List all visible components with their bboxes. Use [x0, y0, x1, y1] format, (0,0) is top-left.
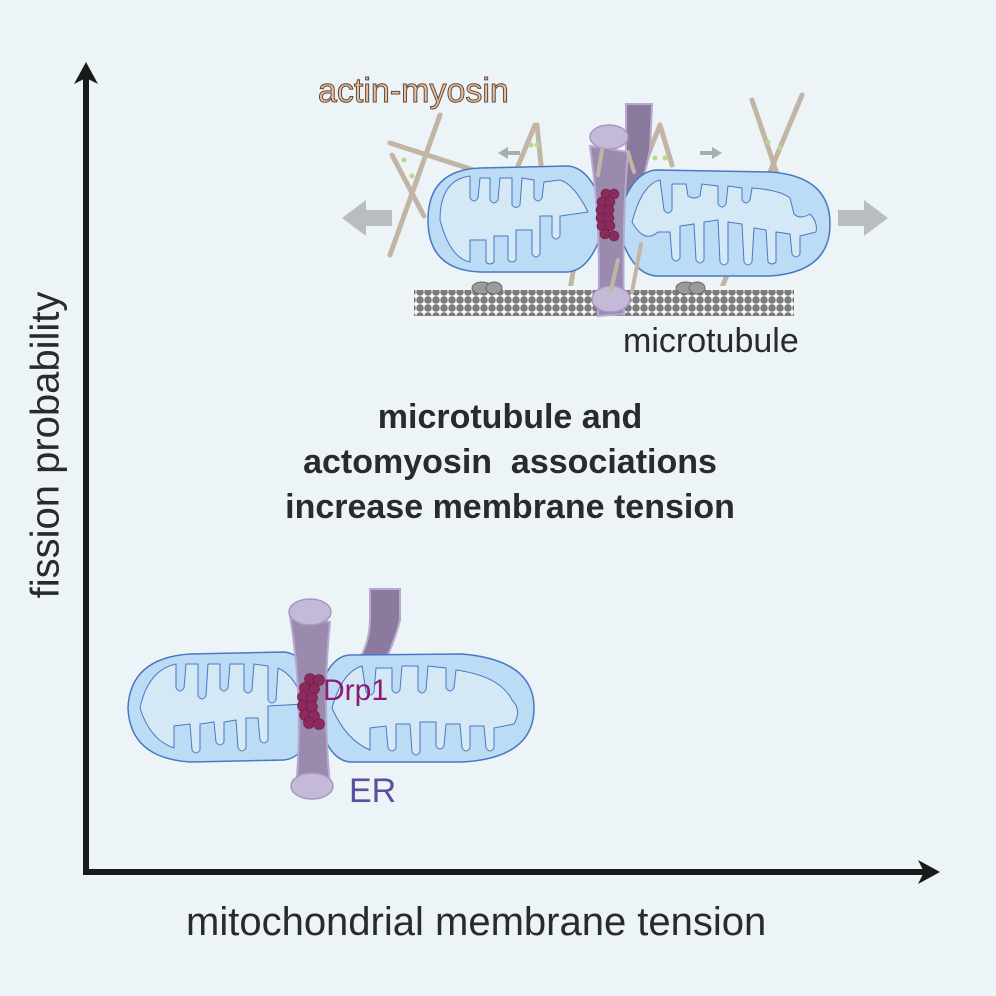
kinesin-motors [471, 281, 706, 295]
small-arrow-left-icon [498, 147, 520, 159]
actin-myosin-label: actin-myosin [318, 72, 510, 111]
x-axis-label: mitochondrial membrane tension [186, 900, 767, 944]
myosin-motors [401, 139, 783, 179]
er-tubule-top-end [589, 124, 629, 150]
mito-cristae-right-low [331, 665, 518, 756]
microtubule-label: microtubule [623, 322, 799, 360]
er-tubule-top-end-low [288, 598, 332, 626]
center-caption: microtubule and actomyosin associations … [285, 395, 735, 530]
mito-cristae-left-low [139, 663, 305, 754]
caption-line-3: increase membrane tension [285, 488, 735, 526]
pull-left-arrow-icon [342, 200, 392, 236]
drp1-ring-low [297, 673, 325, 730]
y-axis-label: fission probability [23, 291, 68, 599]
pull-right-arrow-icon [838, 200, 888, 236]
mito-cristae-right [631, 179, 817, 266]
drp1-ring [595, 188, 620, 242]
er-label: ER [349, 772, 397, 810]
er-tubule-bottom-end-low [290, 772, 334, 800]
small-arrow-right-icon [700, 147, 722, 159]
drp1-label: Drp1 [323, 674, 389, 707]
axes [74, 62, 940, 884]
low-tension-illustration [127, 588, 535, 800]
x-axis-arrow-icon [918, 860, 940, 884]
y-axis-arrow-icon [74, 62, 98, 84]
caption-line-2: actomyosin associations [303, 443, 717, 481]
high-tension-illustration [342, 92, 888, 320]
actin-filaments-front [596, 148, 643, 294]
mito-cristae-left [439, 175, 589, 265]
caption-line-1: microtubule and [377, 398, 643, 436]
